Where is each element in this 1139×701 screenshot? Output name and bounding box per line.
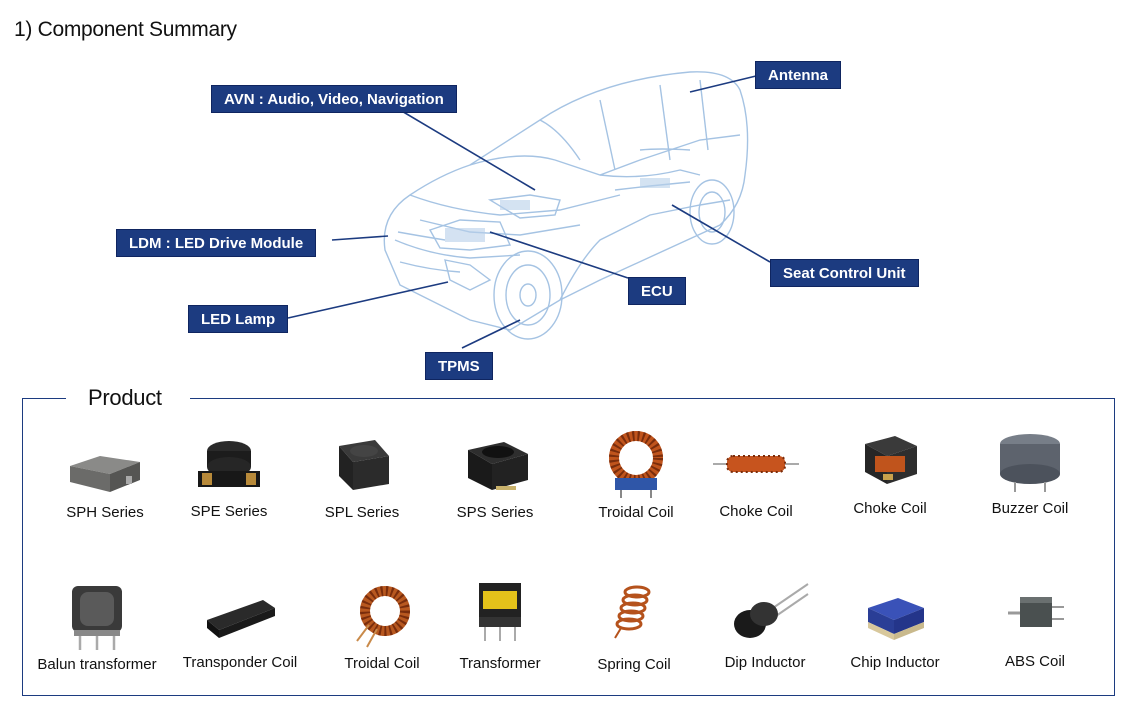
product-label: SPH Series xyxy=(66,504,144,521)
product-item: SPE Series xyxy=(154,427,304,520)
product-label: Transponder Coil xyxy=(182,654,298,671)
callout-tpms: TPMS xyxy=(425,352,493,380)
callout-antenna: Antenna xyxy=(755,61,841,89)
product-item: Balun transformer xyxy=(22,580,172,673)
product-label: Chip Inductor xyxy=(850,654,940,671)
product-label: Transformer xyxy=(459,655,541,672)
product-label: Troidal Coil xyxy=(598,504,674,521)
callout-ecu: ECU xyxy=(628,277,686,305)
choke-coil-icon xyxy=(713,455,799,473)
product-panel xyxy=(22,398,1115,696)
sps-inductor-icon xyxy=(468,442,528,490)
product-label: Balun transformer xyxy=(37,656,157,673)
spe-inductor-icon xyxy=(198,441,260,487)
choke-coil-smd-icon xyxy=(865,436,917,484)
callout-ldm: LDM : LED Drive Module xyxy=(116,229,317,257)
product-item: ABS Coil xyxy=(960,577,1110,670)
product-item: Troidal Coil xyxy=(561,428,711,521)
product-label: SPL Series xyxy=(324,504,400,521)
page-title: 1) Component Summary xyxy=(14,18,237,41)
transformer-icon xyxy=(479,583,521,641)
product-item: Buzzer Coil xyxy=(955,424,1105,517)
troidal-coil-icon xyxy=(356,586,410,648)
callout-avn: AVN : Audio, Video, Navigation xyxy=(211,85,457,113)
product-item: SPS Series xyxy=(420,428,570,521)
product-label: ABS Coil xyxy=(1004,653,1066,670)
product-label: Choke Coil xyxy=(719,503,793,520)
transponder-coil-icon xyxy=(207,600,275,638)
product-item: SPH Series xyxy=(30,428,180,521)
dip-inductor-icon xyxy=(734,583,809,638)
product-item: Dip Inductor xyxy=(690,578,840,671)
troidal-coil-icon xyxy=(609,431,663,498)
car-wireframe-illustration xyxy=(287,71,771,349)
callout-seat-control-unit: Seat Control Unit xyxy=(770,259,919,287)
product-label: Choke Coil xyxy=(853,500,927,517)
abs-coil-icon xyxy=(1008,597,1064,627)
product-label: SPS Series xyxy=(456,504,534,521)
callout-led-lamp: LED Lamp xyxy=(188,305,289,333)
product-label: Dip Inductor xyxy=(724,654,806,671)
product-label: Troidal Coil xyxy=(344,655,420,672)
product-label: Spring Coil xyxy=(597,656,671,673)
buzzer-coil-icon xyxy=(1000,434,1060,492)
chip-inductor-icon xyxy=(868,598,924,640)
product-item: Transformer xyxy=(425,579,575,672)
product-item: Chip Inductor xyxy=(820,578,970,671)
product-item: Spring Coil xyxy=(559,580,709,673)
product-item: SPL Series xyxy=(287,428,437,521)
sph-inductor-icon xyxy=(70,456,140,492)
spl-inductor-icon xyxy=(339,440,389,490)
product-label: Buzzer Coil xyxy=(991,500,1069,517)
product-item: Transponder Coil xyxy=(165,578,315,671)
spring-coil-icon xyxy=(614,585,651,639)
balun-transformer-icon xyxy=(72,586,122,650)
product-item: Choke Coil xyxy=(681,427,831,520)
product-item: Troidal Coil xyxy=(307,579,457,672)
product-item: Choke Coil xyxy=(815,424,965,517)
product-panel-title: Product xyxy=(66,385,190,411)
product-label: SPE Series xyxy=(190,503,268,520)
